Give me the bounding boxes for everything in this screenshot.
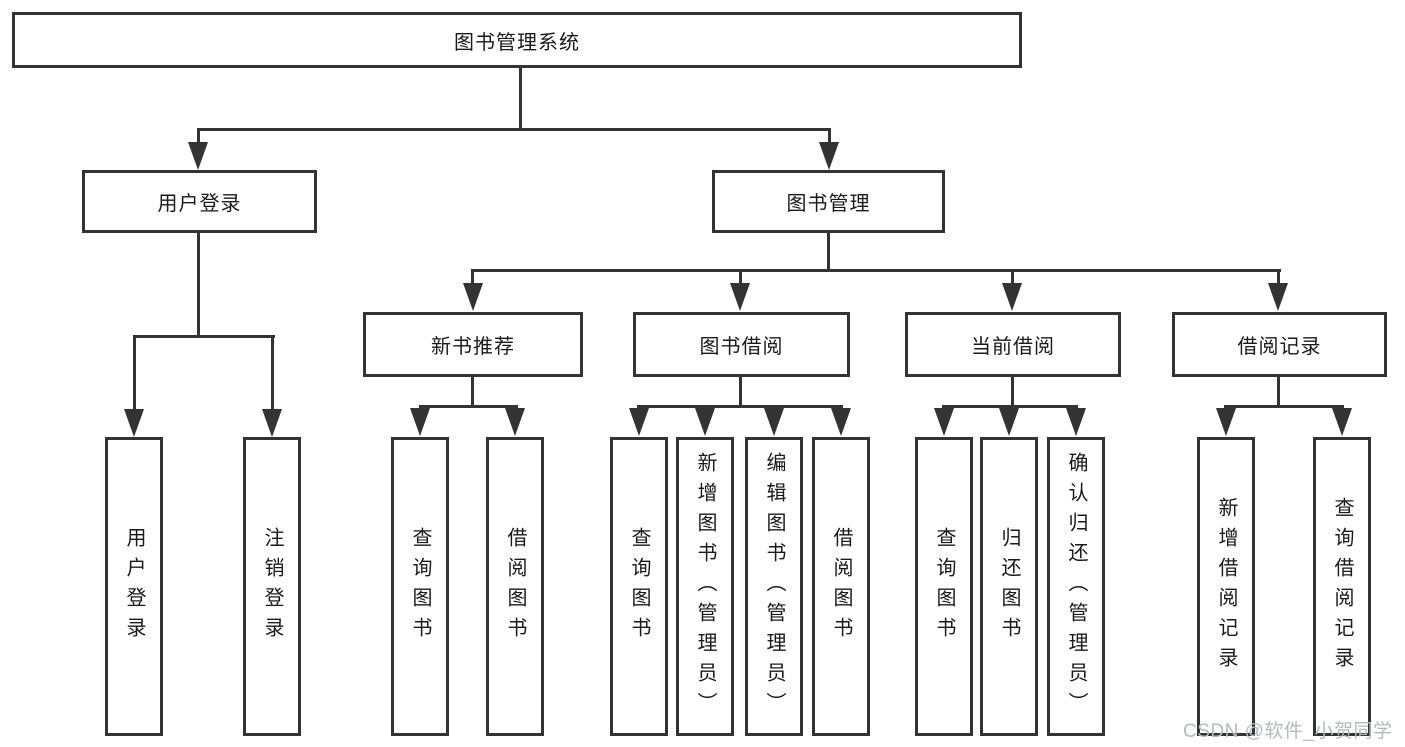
connector-line [519, 68, 522, 130]
connector-line [197, 128, 831, 131]
node-label: 用户登录 [123, 526, 145, 647]
leaf-add-book-admin: 新增图书（管理员） [676, 437, 734, 736]
leaf-return-book: 归还图书 [980, 437, 1038, 736]
arrow-down-icon [410, 408, 430, 436]
node-label: 图书管理 [786, 193, 871, 215]
connector-line [471, 269, 1281, 272]
connector-line [197, 128, 200, 144]
connector-line [1011, 269, 1014, 284]
connector-line [271, 335, 274, 411]
node-label: 查询图书 [628, 526, 650, 647]
connector-line [133, 335, 136, 411]
arrow-down-icon [1002, 283, 1022, 311]
arrow-down-icon [730, 283, 750, 311]
arrow-down-icon [505, 408, 525, 436]
arrow-down-icon [934, 408, 954, 436]
node-label: 查询借阅记录 [1331, 496, 1353, 677]
connector-line [419, 405, 518, 408]
connector-line [1277, 269, 1280, 284]
arrow-down-icon [262, 409, 282, 437]
node-label: 当前借阅 [971, 336, 1055, 358]
connector-line [637, 405, 843, 408]
arrow-down-icon [124, 409, 144, 437]
arrow-down-icon [463, 283, 483, 311]
node-label: 新增借阅记录 [1215, 496, 1237, 677]
connector-line [471, 269, 474, 284]
leaf-query-books-recommend: 查询图书 [391, 437, 449, 736]
leaf-confirm-return-admin: 确认归还（管理员） [1047, 437, 1105, 736]
leaf-user-login: 用户登录 [105, 437, 163, 736]
connector-line [471, 377, 474, 407]
node-label: 借阅记录 [1237, 336, 1322, 358]
connector-line [1011, 377, 1014, 407]
leaf-query-borrow-record: 查询借阅记录 [1313, 437, 1371, 736]
node-library-system: 图书管理系统 [12, 12, 1022, 68]
leaf-query-books-current: 查询图书 [915, 437, 973, 736]
node-book-borrowing: 图书借阅 [633, 312, 850, 377]
arrow-down-icon [629, 408, 649, 436]
node-label: 查询图书 [933, 526, 955, 647]
connector-line [942, 405, 1078, 408]
node-label: 借阅图书 [504, 526, 526, 647]
connector-line [739, 269, 742, 284]
arrow-down-icon [764, 408, 784, 436]
node-label: 图书借阅 [699, 336, 784, 358]
node-user-login: 用户登录 [82, 170, 317, 233]
node-book-management: 图书管理 [712, 170, 945, 233]
node-label: 确认归还（管理员） [1065, 451, 1087, 722]
connector-line [827, 233, 830, 272]
arrow-down-icon [831, 408, 851, 436]
leaf-borrow-books-borrowing: 借阅图书 [812, 437, 870, 736]
connector-line [197, 233, 200, 337]
arrow-down-icon [695, 408, 715, 436]
node-label: 用户登录 [157, 193, 242, 215]
connector-line [828, 128, 831, 144]
arrow-down-icon [1216, 408, 1236, 436]
node-borrowing-records: 借阅记录 [1172, 312, 1387, 377]
leaf-edit-book-admin: 编辑图书（管理员） [745, 437, 803, 736]
node-label: 借阅图书 [830, 526, 852, 647]
node-label: 归还图书 [998, 526, 1020, 647]
arrow-down-icon [1268, 283, 1288, 311]
leaf-query-books-borrowing: 查询图书 [610, 437, 668, 736]
arrow-down-icon [999, 408, 1019, 436]
node-new-book-recommendation: 新书推荐 [363, 312, 583, 377]
node-label: 新增图书（管理员） [694, 451, 716, 722]
leaf-add-borrow-record: 新增借阅记录 [1197, 437, 1255, 736]
leaf-borrow-books-recommend: 借阅图书 [486, 437, 544, 736]
connector-line [1277, 377, 1280, 407]
node-current-borrowing: 当前借阅 [905, 312, 1121, 377]
connector-line [133, 335, 275, 338]
node-label: 新书推荐 [431, 336, 515, 358]
connector-line [739, 377, 742, 407]
watermark: CSDN @软件_小贺同学 [1183, 721, 1393, 742]
node-label: 查询图书 [409, 526, 431, 647]
node-label: 注销登录 [261, 526, 283, 647]
leaf-logout: 注销登录 [243, 437, 301, 736]
node-label: 编辑图书（管理员） [763, 451, 785, 722]
connector-line [1224, 405, 1344, 408]
arrow-down-icon [1066, 408, 1086, 436]
arrow-down-icon [188, 142, 208, 170]
arrow-down-icon [819, 142, 839, 170]
node-label: 图书管理系统 [454, 31, 580, 54]
arrow-down-icon [1332, 408, 1352, 436]
